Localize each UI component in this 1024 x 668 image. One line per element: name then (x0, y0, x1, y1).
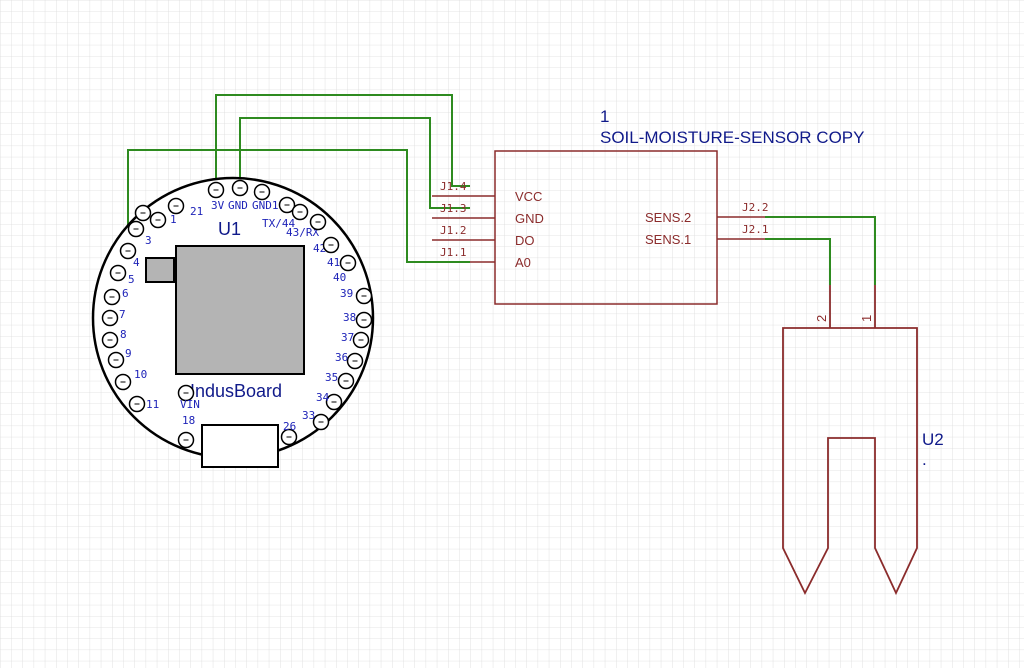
net-label-j2-1: J2.1 (742, 223, 769, 236)
board-usb-connector (201, 424, 279, 468)
board-module (175, 245, 305, 375)
board-antenna-pad (145, 257, 175, 283)
board-pin-label-tx44: TX/44 (262, 217, 295, 230)
board-pins: 4321213VGNDGND1TX/4443/RX424140393837363… (101, 179, 373, 449)
net-label-j1-3: J1.3 (440, 202, 467, 215)
sensor-name-label: SOIL-MOISTURE-SENSOR COPY (600, 128, 864, 147)
board-name-label: IndusBoard (190, 381, 282, 401)
pin-label-sens2: SENS.2 (645, 210, 691, 225)
board-ref-label: U1 (218, 219, 241, 239)
wire-4-a0[interactable] (127, 149, 470, 263)
sensor-module[interactable]: 1 SOIL-MOISTURE-SENSOR COPY J1.4 J1.3 J1… (432, 107, 864, 305)
board-pin-label-21: 21 (190, 205, 203, 218)
board-pin-label-1: 1 (170, 213, 177, 226)
pin-label-vcc: VCC (515, 189, 542, 204)
board-pin-label-5: 5 (128, 273, 135, 286)
board-pin-label-11: 11 (146, 398, 159, 411)
board-pin-label-9: 9 (125, 347, 132, 360)
board-pin-label-8: 8 (120, 328, 127, 341)
board-pin-label-33: 33 (302, 409, 315, 422)
soil-probe[interactable]: 2 1 U2 . (782, 285, 944, 596)
board-pin-label-vin: VIN (180, 398, 200, 411)
board-pin-label-41: 41 (327, 256, 340, 269)
board-pin-label-4: 4 (133, 256, 140, 269)
board-pin-label-rx43: 43/RX (286, 226, 319, 239)
pin-label-a0: A0 (515, 255, 531, 270)
probe-pin-2-number: 2 (814, 315, 829, 322)
net-label-j2-2: J2.2 (742, 201, 769, 214)
sensor-ref-label: 1 (600, 107, 609, 126)
board-pin-label-gnd1: GND1 (252, 199, 279, 212)
board-pin-label-6: 6 (122, 287, 129, 300)
net-label-j1-2: J1.2 (440, 224, 467, 237)
wires (127, 94, 876, 285)
board-pin-label-34: 34 (316, 391, 330, 404)
probe-pin-1-number: 1 (859, 315, 874, 322)
net-label-j1-4: J1.4 (440, 180, 467, 193)
board-pin-label-7: 7 (119, 308, 126, 321)
pin-label-gnd: GND (515, 211, 544, 226)
board-pin-label-39: 39 (340, 287, 353, 300)
board-pin-label-18: 18 (182, 414, 195, 427)
wire-gnd-gnd[interactable] (239, 117, 470, 209)
board-pin-label-3: 3 (145, 234, 152, 247)
board-pin-label-10: 10 (134, 368, 147, 381)
wire-sens2[interactable] (765, 216, 876, 285)
probe-outline (782, 327, 918, 596)
wire-3v-vcc[interactable] (215, 94, 470, 188)
probe-ref-label: U2 (922, 430, 944, 449)
sensor-left-pins: J1.4 J1.3 J1.2 J1.1 VCC GND DO A0 (432, 180, 544, 270)
board-pin-label-40: 40 (333, 271, 346, 284)
wire-sens1[interactable] (765, 238, 831, 285)
board-pin-label-37: 37 (341, 331, 354, 344)
probe-value-label: . (922, 450, 927, 469)
board-pin-label-26: 26 (283, 420, 296, 433)
sensor-body (494, 150, 718, 305)
board-pin-label-3v: 3V (211, 199, 225, 212)
net-label-j1-1: J1.1 (440, 246, 467, 259)
board-pin-label-gnd: GND (228, 199, 248, 212)
sensor-right-pins: J2.2 J2.1 SENS.2 SENS.1 (645, 201, 769, 247)
board-pin-label-38: 38 (343, 311, 356, 324)
pin-label-sens1: SENS.1 (645, 232, 691, 247)
indus-board[interactable]: U1 IndusBoard 4321213VGNDGND1TX/4443/RX4… (91, 176, 375, 468)
board-pin-label-35: 35 (325, 371, 338, 384)
board-pin-label-36: 36 (335, 351, 348, 364)
pin-label-do: DO (515, 233, 535, 248)
